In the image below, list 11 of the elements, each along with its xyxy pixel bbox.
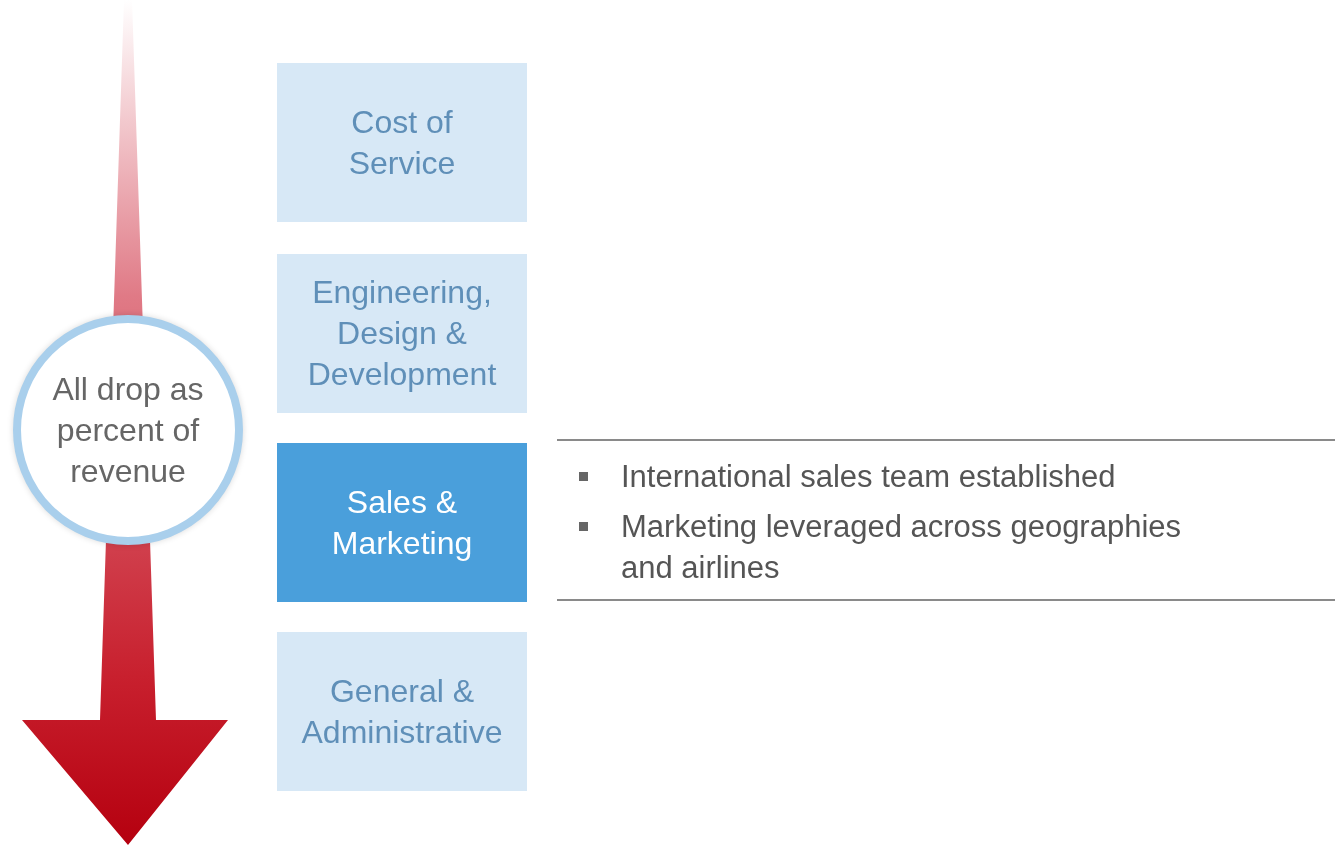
- bullet-text: International sales team established: [621, 458, 1117, 496]
- bullet-text: Marketing leveraged across geographies and airlines: [621, 508, 1183, 587]
- process-box: [277, 254, 527, 413]
- node-label: Engineering, Design & Development: [306, 273, 498, 394]
- node-label: General & Administrative: [300, 671, 504, 752]
- process-box: [277, 63, 527, 222]
- process-box: [277, 632, 527, 791]
- node-label: Sales & Marketing: [330, 482, 474, 563]
- node-label: All drop as percent of revenue: [51, 369, 205, 491]
- highlighted-box: [277, 443, 527, 602]
- node-label: Cost of Service: [347, 102, 457, 183]
